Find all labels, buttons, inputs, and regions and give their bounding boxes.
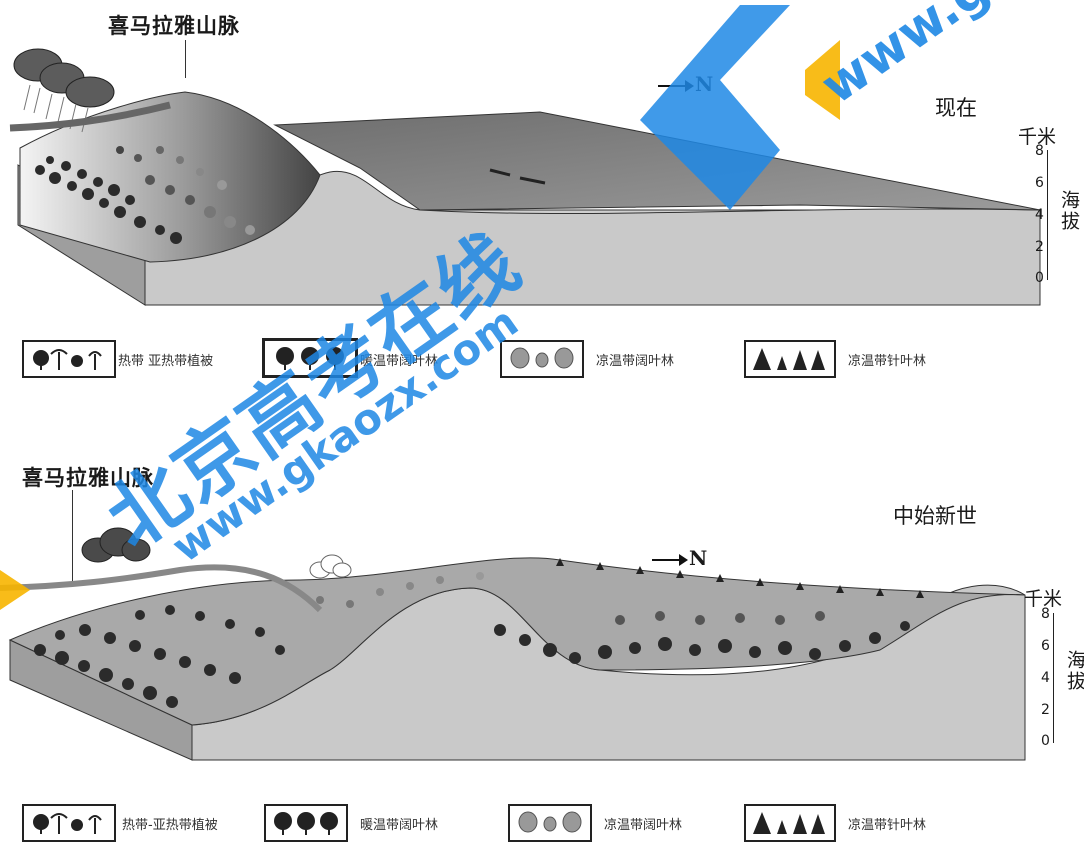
bottom-altitude-tick: 8: [1041, 606, 1050, 622]
top-forest: [35, 146, 255, 244]
bottom-landscape-diagram: [0, 527, 1026, 761]
bottom-mountain-label: 喜马拉雅山脉: [22, 466, 154, 490]
bottom-mountain-pointer: [72, 490, 73, 585]
warm-broadleaf-icon: [262, 338, 358, 378]
bottom-altitude-axis: [1053, 613, 1054, 743]
legend-label: 凉温带针叶林: [848, 354, 927, 369]
bottom-north-label: N: [689, 546, 708, 570]
bottom-altitude-tick: 4: [1041, 670, 1050, 686]
top-altitude-tick: 4: [1035, 207, 1044, 223]
top-plateau-surface: [273, 111, 1041, 211]
cool-broadleaf-icon: [500, 340, 584, 378]
bottom-altitude-unit: 千米: [1024, 588, 1063, 610]
top-mountain-pointer: [185, 40, 186, 78]
cool-conifer-icon: [744, 804, 836, 842]
bottom-altitude-label: 海拔: [1064, 650, 1084, 692]
tropical-vegetation-icon: [22, 340, 116, 378]
tropical-vegetation-icon: [22, 804, 116, 842]
top-altitude-tick: 0: [1035, 270, 1044, 286]
top-altitude-tick: 8: [1035, 143, 1044, 159]
bottom-forest: [34, 572, 910, 708]
bottom-north-arrow: N: [652, 546, 707, 570]
top-altitude-tick: 6: [1035, 175, 1044, 191]
cool-conifer-icon: [744, 340, 836, 378]
legend-label: 暖温带阔叶林: [360, 818, 439, 833]
rain-cloud-icon: [81, 527, 151, 563]
legend-label: 凉温带阔叶林: [596, 354, 675, 369]
watermark-logo-icon: [640, 5, 840, 210]
bottom-vegetated-surface: [8, 557, 1026, 726]
bottom-conifers: [556, 558, 924, 598]
top-altitude-axis: [1047, 150, 1048, 280]
top-altitude-label: 海拔: [1058, 190, 1080, 232]
bottom-altitude-tick: 0: [1041, 733, 1050, 749]
cool-broadleaf-icon: [508, 804, 592, 842]
legend-label: 凉温带针叶林: [848, 818, 927, 833]
watermark-yellow-mark: [0, 570, 30, 610]
top-altitude-tick: 2: [1035, 239, 1044, 255]
warm-broadleaf-icon: [264, 804, 348, 842]
bottom-altitude-tick: 6: [1041, 638, 1050, 654]
arrow-right-icon: [652, 553, 688, 566]
top-altitude-unit: 千米: [1018, 126, 1057, 148]
bottom-monsoon-flow: [0, 564, 323, 613]
legend-label: 凉温带阔叶林: [604, 818, 683, 833]
legend-label: 暖温带阔叶林: [360, 354, 439, 369]
legend-label: 热带 亚热带植被: [118, 354, 214, 369]
top-landscape-diagram: [9, 48, 1041, 306]
top-monsoon-flow: [9, 101, 171, 132]
bottom-altitude-tick: 2: [1041, 702, 1050, 718]
rain-cloud-icon: [13, 48, 115, 133]
top-era-label: 现在: [935, 96, 977, 120]
top-mountain-label: 喜马拉雅山脉: [108, 14, 240, 38]
bottom-era-label: 中始新世: [893, 504, 977, 528]
top-mountain-slope: [19, 91, 321, 263]
light-cloud-icon: [309, 554, 352, 579]
legend-label: 热带-亚热带植被: [122, 818, 218, 833]
